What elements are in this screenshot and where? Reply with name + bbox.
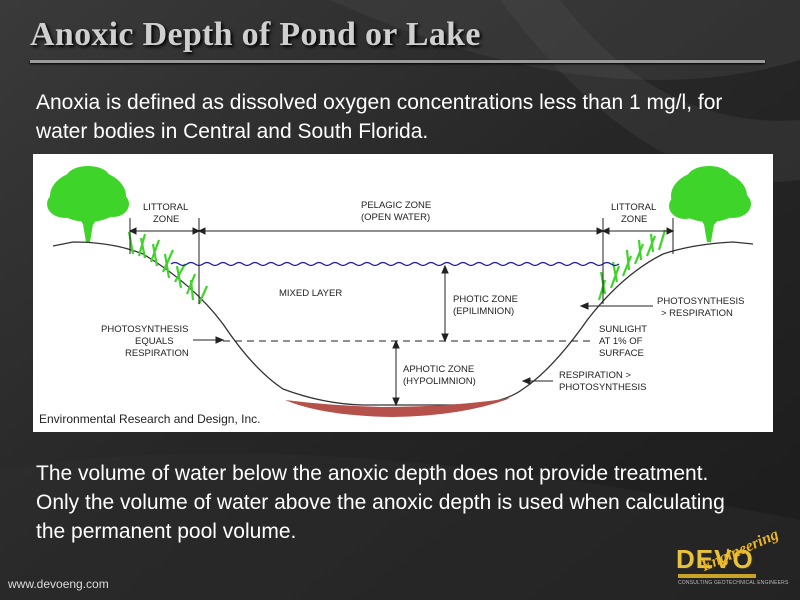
photo-gt-resp-label-2: > RESPIRATION	[661, 308, 733, 319]
footer-url: www.devoeng.com	[8, 577, 109, 591]
aphotic-zone-label-2: (HYPOLIMNION)	[403, 376, 476, 387]
aphotic-zone-label: APHOTIC ZONE	[403, 364, 474, 375]
resp-gt-photo-label: RESPIRATION >	[559, 370, 631, 381]
littoral-right-label-2: ZONE	[621, 214, 647, 225]
resp-gt-photo-label-2: PHOTOSYNTHESIS	[559, 382, 646, 393]
logo-stripe	[678, 574, 756, 578]
logo-word: DEVO	[676, 544, 754, 574]
right-tree-icon	[669, 166, 751, 243]
title-underline	[30, 60, 765, 63]
photo-equals-resp-label-2: EQUALS	[135, 336, 174, 347]
conclusion-paragraph: The volume of water below the anoxic dep…	[36, 462, 725, 543]
sunlight-label-2: AT 1% OF	[599, 336, 643, 347]
depth-arrows	[392, 264, 449, 407]
mixed-layer-label: MIXED LAYER	[279, 288, 342, 299]
littoral-left-label-2: ZONE	[153, 214, 179, 225]
photo-gt-resp-label: PHOTOSYNTHESIS	[657, 296, 744, 307]
sunlight-label-3: SURFACE	[599, 348, 644, 359]
figure-credit: Environmental Research and Design, Inc.	[39, 412, 261, 426]
pelagic-label: PELAGIC ZONE	[361, 200, 431, 211]
water-surface-line	[170, 261, 620, 267]
lake-zones-diagram: LITTORAL ZONE PELAGIC ZONE (OPEN WATER) …	[33, 154, 773, 432]
photic-zone-label: PHOTIC ZONE	[453, 294, 518, 305]
photo-equals-resp-label-3: RESPIRATION	[125, 348, 189, 359]
devo-engineering-logo: DEVO Engineering CONSULTING GEOTECHNICAL…	[676, 526, 794, 596]
anoxic-sediment	[285, 398, 511, 417]
littoral-left-label: LITTORAL	[143, 202, 188, 213]
littoral-right-label: LITTORAL	[611, 202, 656, 213]
logo-tag: CONSULTING GEOTECHNICAL ENGINEERS	[678, 580, 789, 586]
zone-dimension-lines	[128, 218, 675, 304]
basin-profile	[52, 241, 754, 406]
photic-zone-label-2: (EPILIMNION)	[453, 306, 514, 317]
right-littoral-plants-icon	[597, 229, 667, 301]
pointer-arrows	[193, 302, 653, 385]
slide-title: Anoxic Depth of Pond or Lake	[30, 16, 481, 53]
intro-paragraph: Anoxia is defined as dissolved oxygen co…	[36, 91, 723, 143]
pelagic-label-2: (OPEN WATER)	[361, 212, 430, 223]
lake-cross-section: LITTORAL ZONE PELAGIC ZONE (OPEN WATER) …	[47, 166, 754, 417]
left-tree-icon	[47, 166, 129, 243]
sunlight-label: SUNLIGHT	[599, 324, 647, 335]
photo-equals-resp-label: PHOTOSYNTHESIS	[101, 324, 188, 335]
